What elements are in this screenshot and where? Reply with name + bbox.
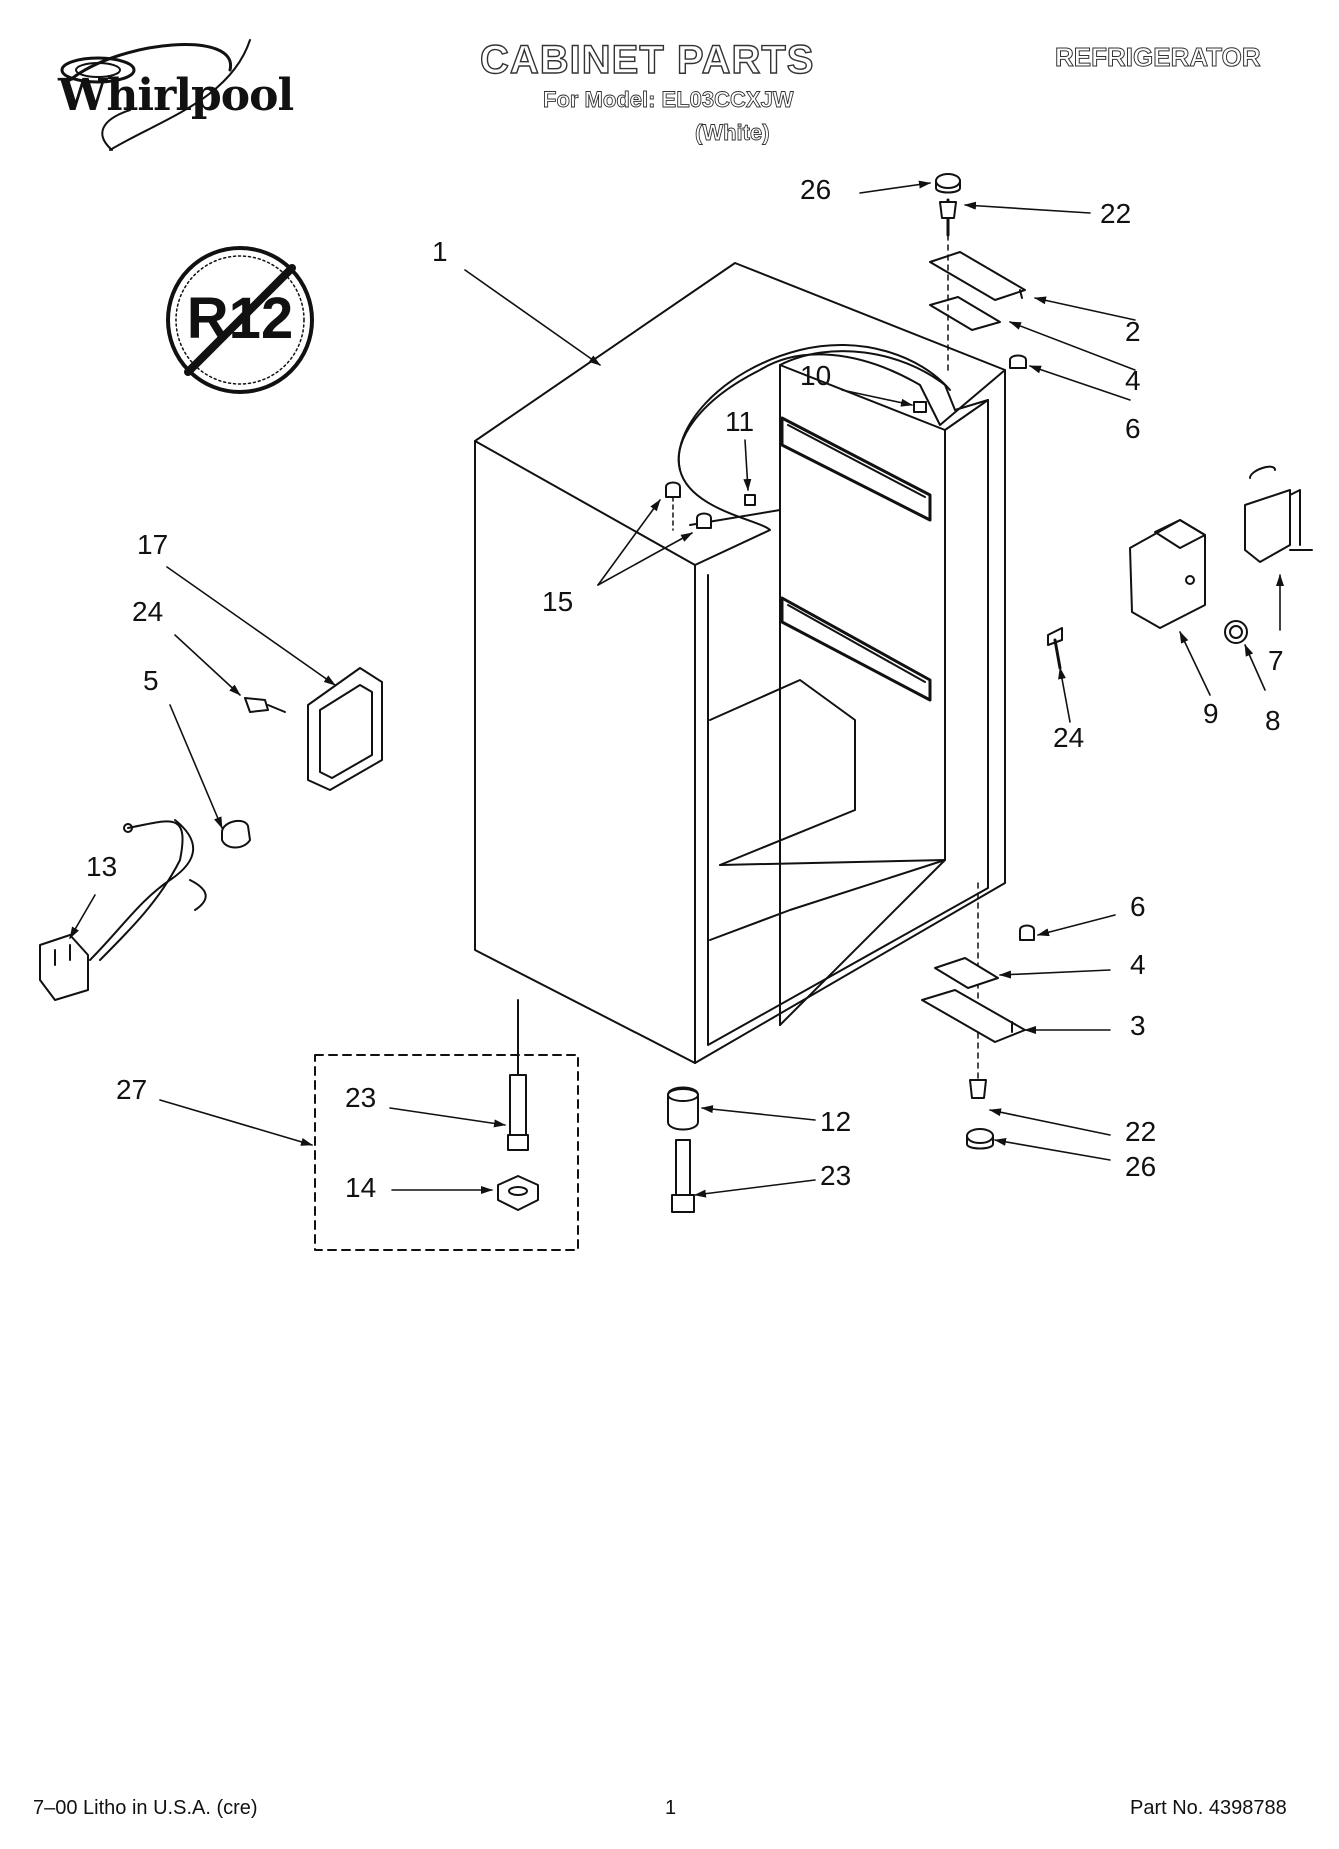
bottom-hinge-assembly: [921, 882, 1035, 1150]
callout-10: 10: [800, 360, 832, 391]
callout-24-left: 24: [132, 596, 164, 627]
callout-4-bottom: 4: [1130, 949, 1146, 980]
callout-12: 12: [820, 1106, 852, 1137]
callout-17: 17: [137, 529, 169, 560]
callout-23-left: 23: [345, 1082, 377, 1113]
callout-26-top: 26: [800, 174, 832, 205]
cabinet-body: [474, 262, 1006, 1064]
callout-26-bottom: 26: [1125, 1151, 1157, 1182]
callout-27: 27: [116, 1074, 148, 1105]
model-color: (White): [695, 120, 770, 146]
litho-note: 7–00 Litho in U.S.A. (cre): [33, 1797, 258, 1819]
left-electrical-parts: [39, 667, 383, 1001]
callout-13: 13: [86, 851, 118, 882]
callout-14: 14: [345, 1172, 377, 1203]
callout-5: 5: [143, 665, 159, 696]
callout-15: 15: [542, 586, 574, 617]
callout-1: 1: [432, 236, 448, 267]
top-hinge-assembly: [929, 173, 1027, 373]
callout-7: 7: [1268, 645, 1284, 676]
callout-2: 2: [1125, 316, 1141, 347]
page-title: CABINET PARTS: [479, 37, 815, 82]
callout-22-top: 22: [1100, 198, 1132, 229]
part-number: Part No. 4398788: [1130, 1797, 1287, 1819]
whirlpool-logo-swoosh: [60, 39, 251, 151]
page-number: 1: [665, 1797, 677, 1819]
leveling-leg-center: [667, 1086, 699, 1213]
leader-lines: [69, 180, 1284, 1198]
callout-6-bottom: 6: [1130, 891, 1146, 922]
callout-4-top: 4: [1125, 365, 1141, 396]
cabinet-screws-top: [665, 401, 927, 531]
callout-9: 9: [1203, 698, 1219, 729]
callout-3: 3: [1130, 1010, 1146, 1041]
no-r12-badge-label: R12: [187, 286, 293, 351]
callout-8: 8: [1265, 705, 1281, 736]
leveling-leg-kit: [314, 999, 579, 1251]
brand-logo: Whirlpool: [58, 70, 294, 121]
callout-11: 11: [725, 406, 755, 437]
model-number: For Model: EL03CCXJW: [543, 87, 794, 113]
thermostat-control-parts: [1129, 465, 1313, 644]
appliance-category: REFRIGERATOR: [1055, 42, 1262, 73]
callout-24-right: 24: [1053, 722, 1085, 753]
screw-24-right-icon: [1047, 627, 1063, 670]
no-r12-badge-icon: [166, 246, 314, 394]
callout-23-right: 23: [820, 1160, 852, 1191]
callout-22-bottom: 22: [1125, 1116, 1157, 1147]
callout-6-top: 6: [1125, 413, 1141, 444]
